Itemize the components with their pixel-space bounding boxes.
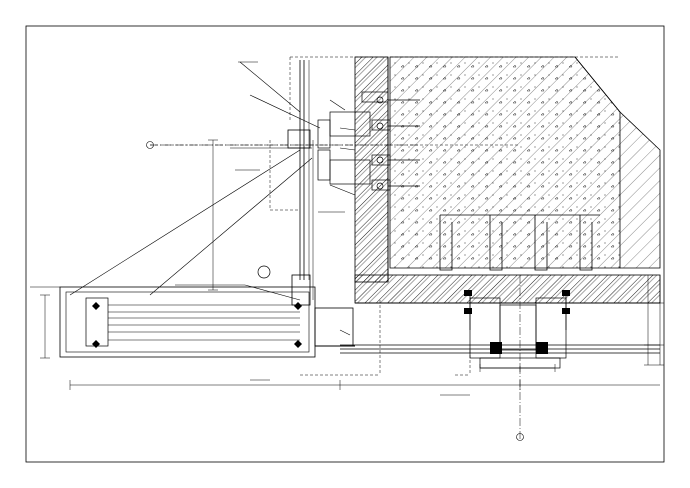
concrete-mass [389,56,661,269]
detail-marker [257,265,271,279]
leader-lines [69,61,356,336]
sheet-border [25,25,665,463]
wall-strip [354,56,389,283]
left-block [59,286,355,358]
slab-strip [354,274,661,304]
callout-tags [30,61,470,396]
bracket-assembly-lower [317,149,420,191]
axis-markers [146,141,524,441]
axis-lines [150,144,521,440]
embedded-channels [439,214,600,271]
dimension-lines [40,139,664,390]
upper-glass-panel [287,60,314,306]
lower-clips [464,290,570,354]
bracket-assembly-upper [317,91,420,149]
